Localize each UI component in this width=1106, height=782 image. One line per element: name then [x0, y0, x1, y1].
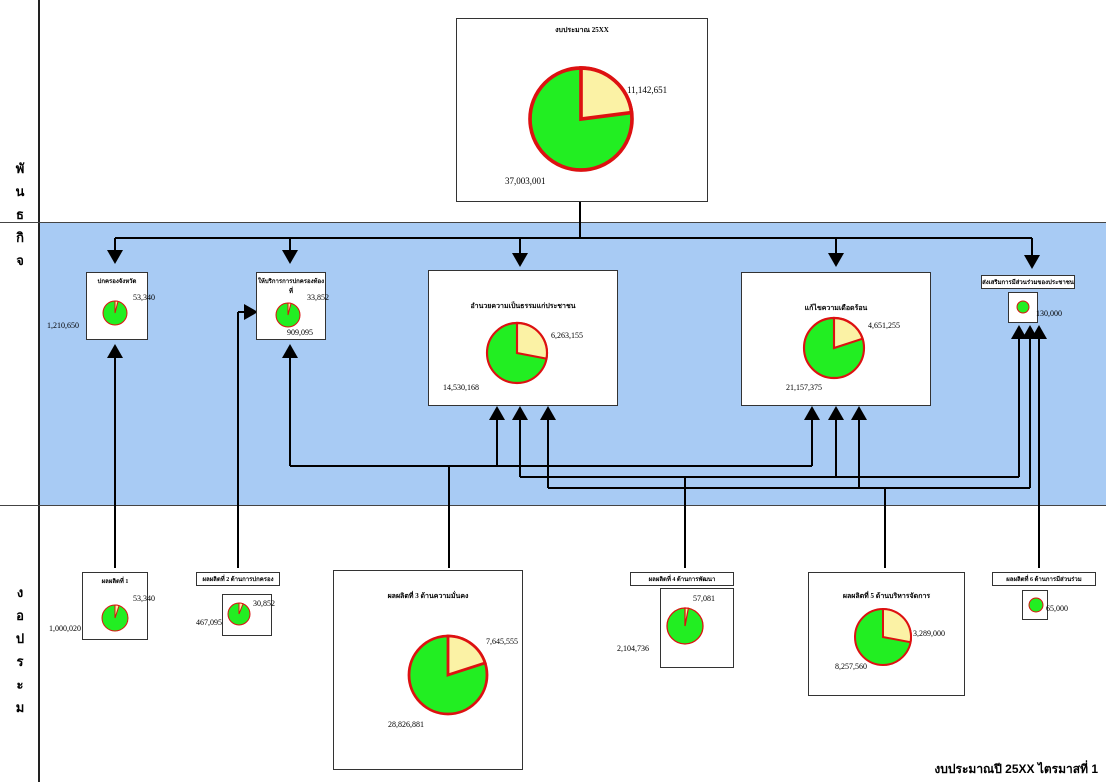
footer-caption: งบประมาณปี 25XX ไตรมาสที่ 1 [934, 762, 1098, 776]
pie-value: 909,095 [287, 328, 313, 337]
fund-node-5: ผลผลิตที่ 5 ด้านบริหารจัดการ 3,289,000 8… [808, 572, 965, 696]
node-title: ผลผลิตที่ 6 ด้านการมีส่วนร่วม [1006, 577, 1082, 583]
side-char: น [15, 184, 25, 199]
pie-spent-slice [579, 66, 634, 122]
fund-node-3: ผลผลิตที่ 3 ด้านความมั่นคง 7,645,555 28,… [333, 570, 523, 770]
pie-value: 14,530,168 [443, 383, 479, 392]
mission-node-4: แก้ไขความเดือดร้อน 4,651,255 21,157,375 [741, 272, 931, 406]
pie-spent-slice [114, 300, 119, 314]
mission-node-3: อำนวยความเป็นธรรมแก่ประชาชน 6,263,155 14… [428, 270, 618, 406]
side-char: ง [16, 585, 24, 600]
fund-node-2-pie: 30,852 [222, 594, 275, 636]
pie-value: 8,257,560 [835, 662, 867, 671]
side-label-top: พั น ธ กิ จ [10, 158, 30, 273]
fund-node-4: ผลผลิตที่ 4 ด้านการพัฒนา [630, 572, 734, 586]
pie-value: 3,289,000 [913, 629, 945, 638]
fund-node-1: ผลผลิตที่ 1 53,340 [82, 572, 155, 640]
pie-value: 1,210,650 [47, 321, 79, 330]
side-char: กิ [16, 230, 24, 245]
pie-value: 7,645,555 [486, 637, 518, 646]
side-char: พั [15, 161, 25, 176]
pie-spent-slice [832, 316, 864, 350]
fund-node-6: ผลผลิตที่ 6 ด้านการมีส่วนร่วม [992, 572, 1096, 586]
side-char: จ [16, 253, 24, 268]
pie-value: 53,340 [133, 293, 155, 302]
side-char: ธ [16, 207, 24, 222]
node-title: ส่งเสริมการมีส่วนร่วมของประชาชน [982, 280, 1074, 286]
pie-spent-slice [446, 634, 487, 677]
node-title: ผลผลิตที่ 3 ด้านความมั่นคง [387, 592, 469, 600]
pie-spent-slice [684, 607, 690, 627]
pie-value: 4,651,255 [868, 321, 900, 330]
pie-spent-slice [114, 604, 120, 619]
side-char: ป [15, 631, 25, 646]
band-top-line [0, 222, 1106, 223]
pie-value: 21,157,375 [786, 383, 822, 392]
pie-main-slice [1028, 597, 1044, 613]
pie-value: 1,000,020 [49, 624, 81, 633]
node-title: ปกครองจังหวัด [97, 279, 137, 285]
budget-total-node: งบประมาณ 25XX 11,142,651 37,003,001 [456, 18, 708, 202]
fund-node-4-pie: 57,081 [660, 588, 734, 668]
side-char: ร [16, 654, 24, 669]
pie-value: 30,852 [253, 599, 275, 608]
node-title: อำนวยความเป็นธรรมแก่ประชาชน [470, 302, 576, 310]
pie-value: 33,852 [307, 293, 329, 302]
pie-main-slice [1016, 300, 1030, 314]
pie-value: 65,000 [1046, 604, 1068, 613]
node-title: ผลผลิตที่ 5 ด้านบริหารจัดการ [842, 592, 931, 600]
node-title: ผลผลิตที่ 1 [101, 579, 129, 585]
pie-value: 53,340 [133, 594, 155, 603]
node-title: ผลผลิตที่ 4 ด้านการพัฒนา [648, 577, 716, 583]
pie-spent-slice [287, 302, 292, 316]
pie-spent-slice [515, 321, 549, 360]
mission-node-1: ปกครองจังหวัด 53,340 [86, 272, 155, 340]
pie-value: 11,142,651 [627, 85, 668, 95]
node-title: แก้ไขความเดือดร้อน [804, 304, 868, 312]
pie-value: 130,000 [1036, 309, 1062, 318]
fund-node-2: ผลผลิตที่ 2 ด้านการปกครอง [196, 572, 280, 586]
side-char: ะ [16, 677, 24, 692]
node-title: ให้บริการการปกครองท้องที่ [257, 279, 325, 295]
pie-spent-slice [882, 607, 912, 644]
pie-value: 28,826,881 [388, 720, 424, 729]
side-label-bottom: ง อ ป ร ะ ม [10, 582, 30, 720]
band-bottom-line [0, 505, 1106, 506]
pie-value: 467,095 [196, 618, 222, 627]
side-char: อ [16, 608, 24, 623]
fund-node-6-pie [1022, 590, 1048, 620]
side-char: ม [15, 700, 25, 715]
mission-node-5-pie [1008, 292, 1038, 323]
pie-value: 2,104,736 [617, 644, 649, 653]
mission-node-2: ให้บริการการปกครองท้องที่ 33,852 909,095 [256, 272, 329, 340]
pie-value: 37,003,001 [505, 176, 546, 186]
node-title: งบประมาณ 25XX [555, 26, 609, 34]
mission-node-5: ส่งเสริมการมีส่วนร่วมของประชาชน [981, 275, 1075, 289]
pie-value: 57,081 [693, 594, 715, 603]
pie-spent-slice [238, 602, 244, 615]
node-title: ผลผลิตที่ 2 ด้านการปกครอง [202, 577, 274, 583]
left-divider [38, 0, 40, 782]
pie-value: 6,263,155 [551, 331, 583, 340]
